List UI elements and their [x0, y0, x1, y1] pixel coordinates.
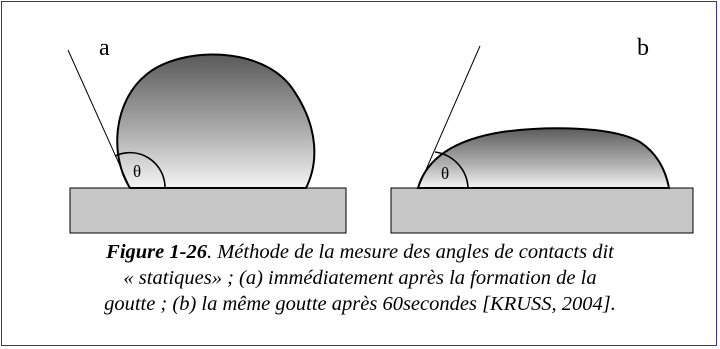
droplet-b: [416, 127, 671, 189]
caption-line-3: goutte ; (b) la même goutte après 60seco…: [104, 293, 616, 315]
panel-a: a θ: [67, 35, 347, 234]
contact-angle-diagram: a θ b θ: [67, 35, 694, 234]
theta-label-a: θ: [133, 162, 141, 181]
substrate-b: [390, 187, 694, 234]
caption-line-2: « statiques» ; (a) immédiatement après l…: [123, 267, 597, 289]
angle-arc-a: [114, 151, 166, 189]
figure-number: Figure 1-26: [106, 241, 207, 263]
droplet-a: [116, 53, 316, 189]
caption-line-1: Figure 1-26. Méthode de la mesure des an…: [2, 239, 718, 265]
substrate-a: [69, 187, 347, 234]
figure-caption: Figure 1-26. Méthode de la mesure des an…: [2, 239, 718, 317]
tangent-line-b: [417, 45, 481, 189]
panel-a-label: a: [99, 35, 110, 61]
tangent-line-a: [67, 49, 131, 189]
panel-b: b θ: [390, 35, 694, 234]
caption-text-1: . Méthode de la mesure des angles de con…: [206, 241, 614, 263]
theta-label-b: θ: [441, 164, 449, 183]
angle-arc-b: [434, 151, 469, 189]
panel-b-label: b: [637, 35, 649, 61]
